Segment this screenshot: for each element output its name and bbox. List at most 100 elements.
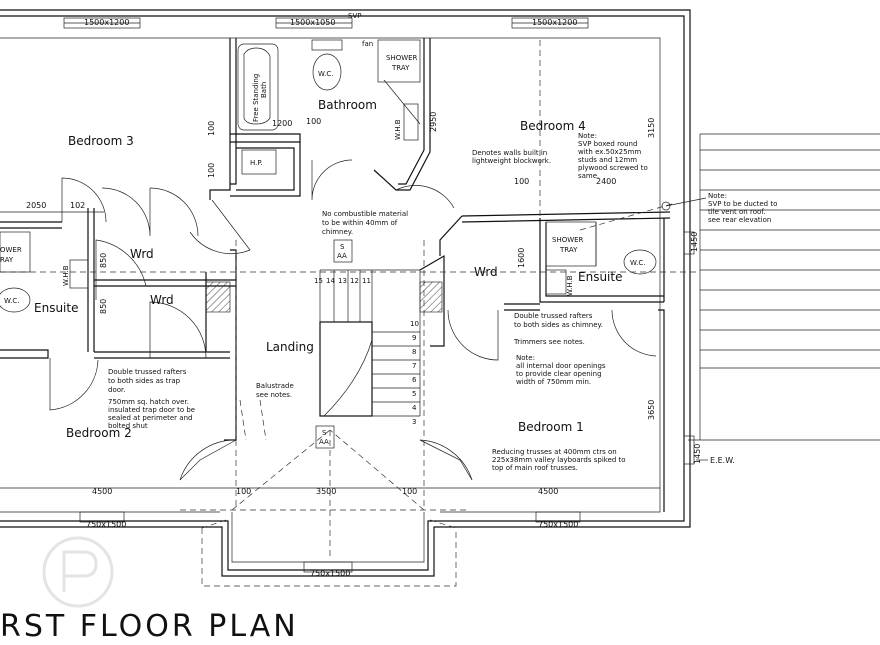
shower-right <box>545 221 597 267</box>
note-trussed-right: Double trussed rafters to both sides as … <box>514 312 603 329</box>
stair-num-7: 7 <box>412 362 416 370</box>
window-label-bedroom1: 750x1500 <box>538 520 578 529</box>
room-wrd-left-top: Wrd <box>130 247 154 261</box>
room-bathroom: Bathroom <box>318 98 377 112</box>
windows <box>63 17 695 573</box>
shower-right-label-2: TRAY <box>559 246 578 254</box>
door-swings <box>49 159 657 481</box>
room-landing: Landing <box>266 340 314 354</box>
wc-right-label: W.C. <box>630 259 645 267</box>
whb-right-label: W.H.B <box>566 275 574 296</box>
svg-text:insulated trap door to be: insulated trap door to be <box>108 406 195 414</box>
window-label-ensuite: 1450 <box>690 232 699 252</box>
dim-100-bottom-right: 100 <box>402 487 417 496</box>
svg-text:SVP boxed round: SVP boxed round <box>578 140 637 148</box>
room-wrd-right: Wrd <box>474 265 498 279</box>
svg-text:Note:: Note: <box>516 354 535 362</box>
svg-text:width of 750mm min.: width of 750mm min. <box>516 378 591 386</box>
svg-text:plywood screwed to: plywood screwed to <box>578 164 648 172</box>
svg-text:door.: door. <box>108 386 125 394</box>
dim-1600: 1600 <box>517 248 526 268</box>
dim-100-vertical: 100 <box>207 121 216 136</box>
stair-num-4: 4 <box>412 404 417 412</box>
svg-text:sealed at perimeter and: sealed at perimeter and <box>108 414 192 422</box>
dim-2050: 2050 <box>26 201 46 210</box>
stair-num-15: 15 <box>314 277 323 285</box>
room-ensuite-right: Ensuite <box>578 270 622 284</box>
svg-text:see notes.: see notes. <box>256 391 292 399</box>
svg-text:studs and 12mm: studs and 12mm <box>578 156 637 164</box>
svg-text:see rear elevation: see rear elevation <box>708 216 771 224</box>
dim-3650: 3650 <box>647 400 656 420</box>
internal-walls <box>0 38 671 512</box>
svg-text:No combustible material: No combustible material <box>322 210 408 218</box>
stair-num-8: 8 <box>412 348 416 356</box>
window-label-bathroom: 1500x1050 <box>290 18 335 27</box>
room-bedroom-2: Bedroom 2 <box>66 426 132 440</box>
wc-right <box>623 249 657 275</box>
dim-850-top: 850 <box>99 253 108 268</box>
drawing-title: RST FLOOR PLAN <box>0 609 299 644</box>
stair-num-13: 13 <box>338 277 347 285</box>
window-label-bedroom2: 750x1500 <box>86 520 126 529</box>
stair-num-11: 11 <box>362 277 371 285</box>
note-balustrade: Balustrade see notes. <box>256 382 294 399</box>
svp-label-top: SVP <box>348 12 361 20</box>
stair-num-9: 9 <box>412 334 416 342</box>
wc-label-bathroom: W.C. <box>318 70 333 78</box>
stair-num-12: 12 <box>350 277 359 285</box>
dim-4500-left: 4500 <box>92 487 112 496</box>
dim-100-right: 100 <box>514 177 529 186</box>
dim-4500-right: 4500 <box>538 487 558 496</box>
note-valley: Reducing trusses at 400mm ctrs on 225x38… <box>492 448 626 472</box>
smoke-alarm-top <box>333 239 353 263</box>
whb-right <box>545 269 567 295</box>
shower-left <box>0 231 31 273</box>
whb-left <box>69 259 89 289</box>
stair-num-3: 3 <box>412 418 416 426</box>
wc-bathroom <box>311 39 343 91</box>
chimney-breast-left <box>205 281 231 313</box>
svg-text:Double trussed rafters: Double trussed rafters <box>108 368 187 376</box>
svg-text:to be within 40mm of: to be within 40mm of <box>322 219 398 227</box>
svg-text:Double trussed rafters: Double trussed rafters <box>514 312 593 320</box>
roof-dashed-lines <box>0 40 700 560</box>
svg-text:Note:: Note: <box>708 192 727 200</box>
dim-2950: 2950 <box>429 112 438 132</box>
svg-text:with ex.50x25mm: with ex.50x25mm <box>578 148 641 156</box>
window-label-landing: 750x1500 <box>310 569 350 578</box>
chimney-breast-right <box>419 281 443 313</box>
adjacent-roof-lines <box>688 133 880 441</box>
svg-text:Denotes walls built in: Denotes walls built in <box>472 149 547 157</box>
staircase <box>319 269 421 417</box>
room-bedroom-3: Bedroom 3 <box>68 134 134 148</box>
svg-text:Reducing trusses at 400mm ctrs: Reducing trusses at 400mm ctrs on <box>492 448 617 456</box>
svg-text:tile vent on roof.: tile vent on roof. <box>708 208 765 216</box>
stair-num-14: 14 <box>326 277 335 285</box>
note-svp-ducted: Note: SVP to be ducted to tile vent on r… <box>708 192 777 224</box>
shower-right-label-1: SHOWER <box>552 236 584 244</box>
room-ensuite-left: Ensuite <box>34 301 78 315</box>
bath-fixture <box>237 43 279 131</box>
eew-label: E.E.W. <box>710 456 735 465</box>
dim-102: 102 <box>70 201 85 210</box>
wc-left <box>0 287 31 313</box>
note-door-openings: Note: all internal door openings to prov… <box>516 354 606 386</box>
dim-850-bottom: 850 <box>99 299 108 314</box>
smoke-alarm-top-s: S <box>340 243 345 251</box>
stair-num-6: 6 <box>412 376 417 384</box>
smoke-alarm-bottom <box>315 425 335 449</box>
svg-text:750mm sq. hatch over.: 750mm sq. hatch over. <box>108 398 189 406</box>
whb-bathroom <box>403 103 419 141</box>
stair-num-5: 5 <box>412 390 416 398</box>
svg-text:Balustrade: Balustrade <box>256 382 294 390</box>
svg-text:to provide clear opening: to provide clear opening <box>516 370 602 378</box>
dim-2400: 2400 <box>596 177 616 186</box>
stair-num-10: 10 <box>410 320 419 328</box>
smoke-alarm-top-aa: AA <box>337 252 347 260</box>
fan-label: fan <box>362 40 373 48</box>
smoke-alarm-bottom-s: S <box>322 429 327 437</box>
shower-label-1: SHOWER <box>386 54 418 62</box>
watermark-logo-icon <box>42 536 114 608</box>
